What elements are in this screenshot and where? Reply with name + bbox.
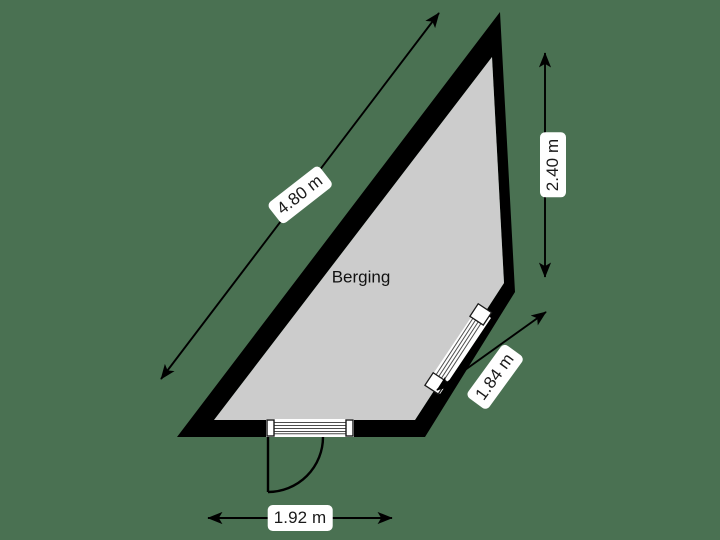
door-jamb-left xyxy=(266,419,275,437)
dimension-label-2-40m: 2.40 m xyxy=(540,132,566,198)
dimension-arrow-1-84m xyxy=(436,311,547,391)
room-label-berging: Berging xyxy=(331,267,391,287)
dimension-label-1-92m: 1.92 m xyxy=(267,505,333,531)
door-bottom xyxy=(266,419,354,494)
door-jamb-right xyxy=(345,419,354,437)
door-leaf-hatch xyxy=(273,422,347,435)
door-swing-curve xyxy=(267,436,325,494)
